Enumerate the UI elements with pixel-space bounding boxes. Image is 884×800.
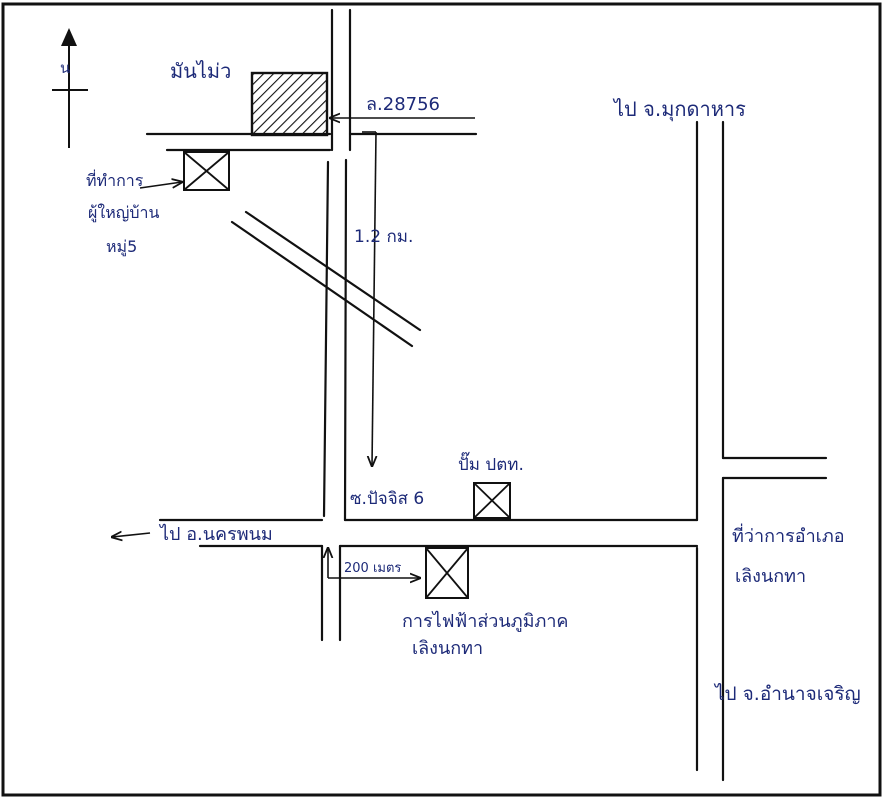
pea-office-box	[425, 547, 469, 599]
office-label-3: หมู่5	[106, 237, 137, 257]
top-side-road	[145, 132, 478, 152]
pea-label-1: การไฟฟ้าส่วนภูมิภาค	[402, 610, 568, 632]
distance-marker	[362, 131, 376, 466]
highway	[695, 120, 725, 782]
office-label-1: ที่ทำการ	[86, 169, 144, 190]
pea-label-2: เลิงนกทา	[412, 638, 483, 659]
target-parcel	[250, 71, 329, 137]
right-side-road	[721, 456, 828, 480]
village-head-office-box	[183, 151, 230, 191]
district-office-label-2: เลิงนกทา	[735, 566, 806, 587]
distance-label: 1.2 กม.	[354, 227, 413, 247]
gas-station-label: ปั๊ม ปตท.	[458, 451, 524, 475]
landmark-top-label: มันไม่ว	[170, 59, 231, 83]
office-label-2: ผู้ใหญ่บ้าน	[88, 203, 160, 223]
north-label: น	[60, 59, 70, 77]
to-mukdahan-label: ไป จ.มุกดาหาร	[612, 97, 746, 122]
parcel-id-label: ล.28756	[366, 94, 440, 115]
diagonal-road	[230, 210, 422, 348]
to-amnat-label: ไป จ.อำนาจเจริญ	[713, 683, 861, 705]
district-office-label-1: ที่ว่าการอำเภอ	[732, 523, 845, 547]
gas-station-box	[473, 482, 511, 519]
main-road	[320, 8, 352, 642]
distance-small-label: 200 เมตร	[344, 561, 401, 576]
soi-label: ซ.ปัจจิส 6	[350, 489, 424, 509]
soi-road	[158, 518, 699, 548]
to-district-label: ไป อ.นครพนม	[158, 523, 273, 545]
north-arrow-icon	[52, 28, 88, 148]
